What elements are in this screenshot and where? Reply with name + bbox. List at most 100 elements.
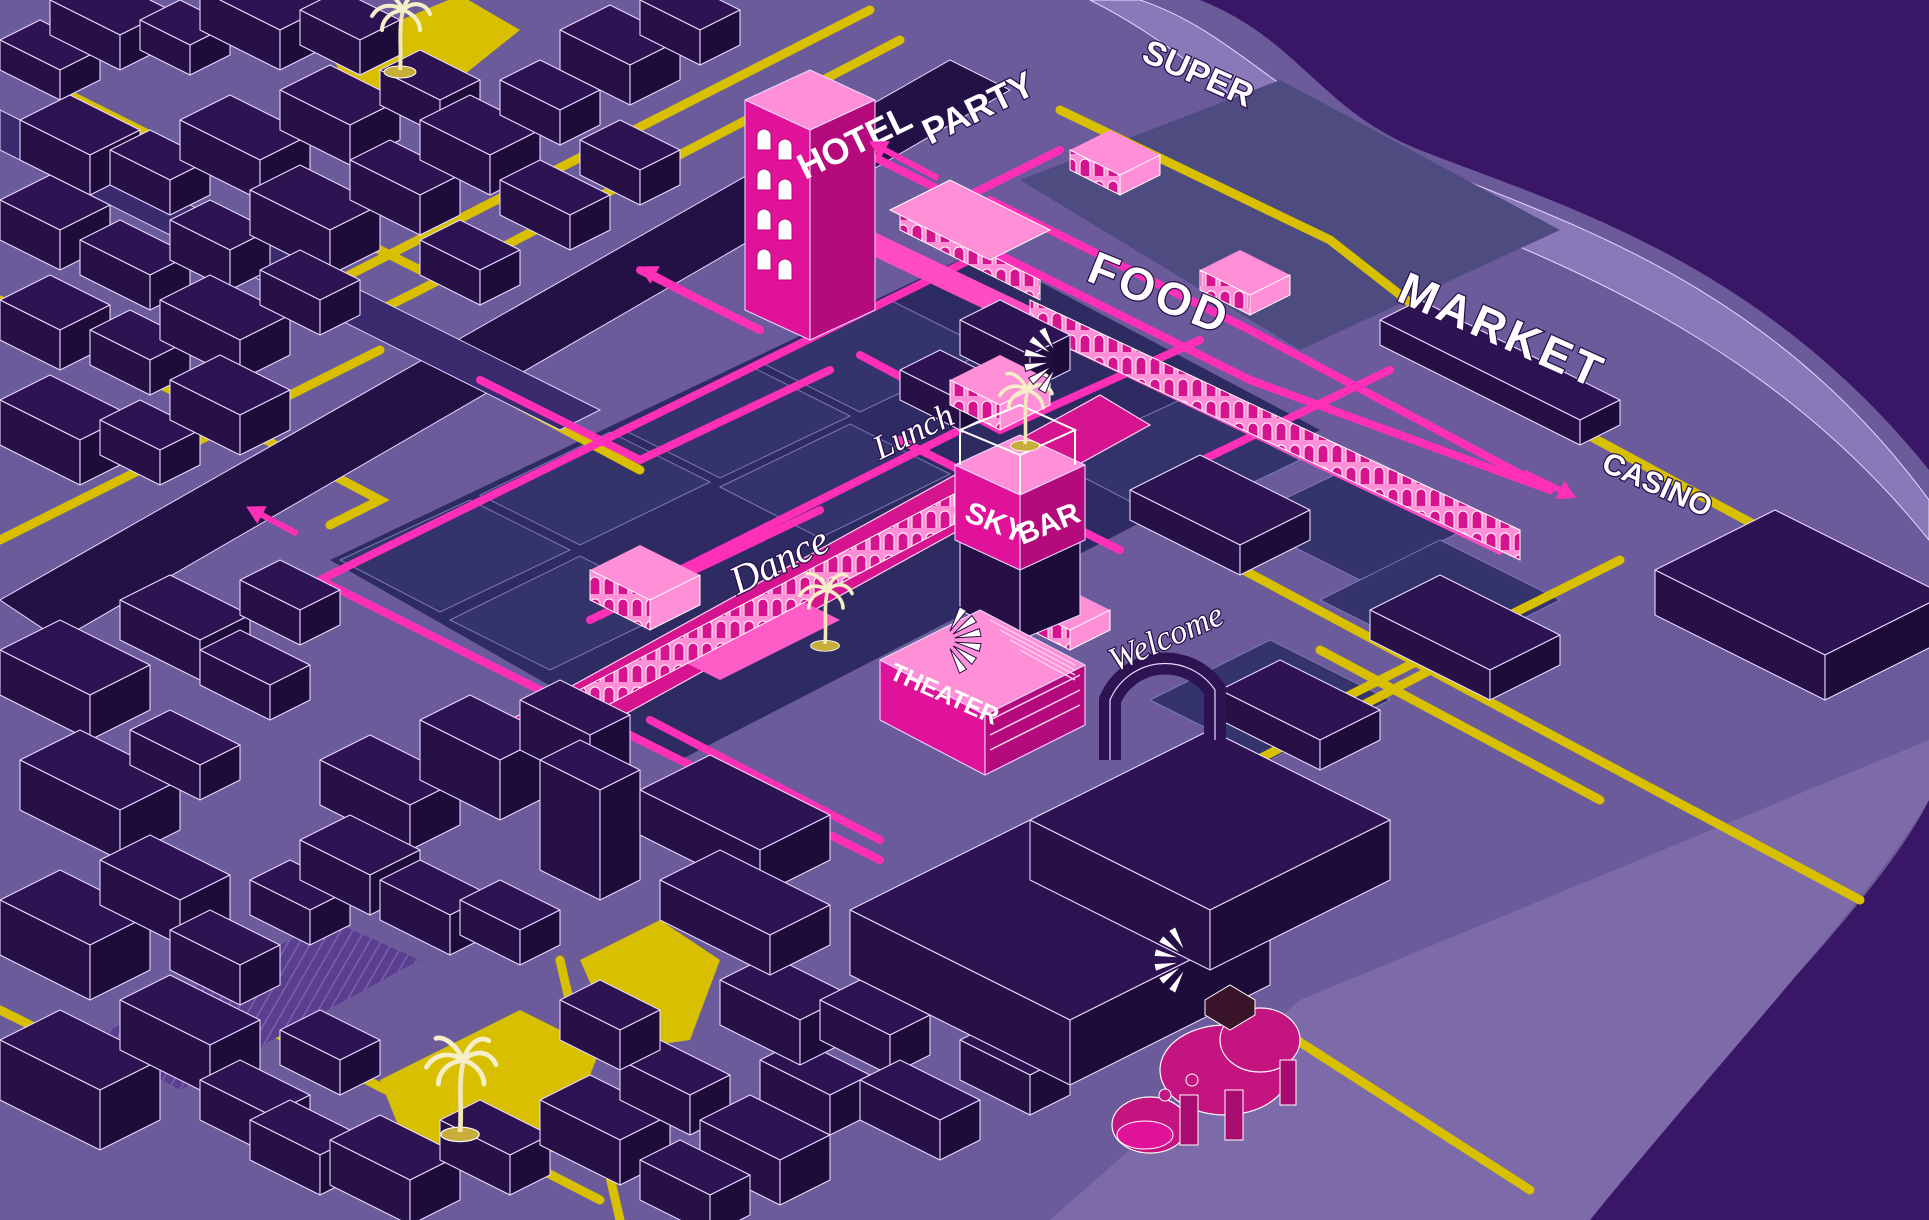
building-block <box>579 119 681 206</box>
building-wall-right <box>619 1009 661 1071</box>
palm-tree-icon <box>997 371 1054 452</box>
building-wall-right <box>569 194 611 251</box>
hotel-windows <box>756 128 793 281</box>
pavilion-dance <box>589 545 701 631</box>
sky-bar-tower: SKY BAR <box>954 403 1086 641</box>
building-wall-right <box>1824 602 1929 701</box>
building-block <box>89 309 191 396</box>
building-block <box>0 19 101 101</box>
palm-tree-icon <box>797 571 854 652</box>
building-wall-right <box>159 429 201 486</box>
sparkle-burst-icon <box>1023 326 1056 394</box>
pavilion-food <box>1199 250 1291 316</box>
building-wall-right <box>519 909 561 966</box>
building-block <box>1129 454 1311 576</box>
building-block <box>349 139 461 236</box>
building-wall-right <box>779 1134 831 1206</box>
building-wall-left <box>329 1139 411 1220</box>
building-block <box>169 354 291 456</box>
building-wall-right <box>1239 509 1311 576</box>
building-block <box>239 559 341 646</box>
building-wall-right <box>709 1174 751 1220</box>
building-wall-right <box>419 174 461 236</box>
hotel-tower: HOTEL <box>744 69 918 341</box>
building-block <box>699 1094 831 1206</box>
direction-arrow-icon <box>1522 469 1577 499</box>
building-block <box>199 629 311 721</box>
sparkle-bursts <box>949 326 1186 994</box>
building-block <box>249 859 351 946</box>
building-block <box>499 59 601 146</box>
welcome-arch <box>1099 652 1226 760</box>
building-block <box>639 0 741 66</box>
building-block <box>559 979 661 1071</box>
building-block <box>639 1139 751 1220</box>
direction-arrow-icon <box>869 141 940 181</box>
building-wall-right <box>329 204 381 276</box>
building-wall-right <box>99 1059 161 1151</box>
building-block <box>109 129 211 216</box>
building-block <box>329 1114 461 1220</box>
pavilion-hotel <box>888 179 1052 261</box>
building-wall-right <box>409 1154 461 1220</box>
building-wall-right <box>119 779 181 861</box>
building-wall-right <box>1579 399 1621 446</box>
building-wall-right <box>629 39 681 106</box>
pink-boulevard-light <box>660 590 840 680</box>
building-block <box>0 1009 161 1151</box>
building-block <box>0 619 151 741</box>
building-block <box>169 909 281 1006</box>
building-block <box>1654 509 1929 701</box>
building-block <box>0 174 111 271</box>
building-block <box>1219 659 1381 771</box>
building-wall-right <box>639 149 681 206</box>
building-block <box>0 869 151 1001</box>
theater-steps <box>989 619 1081 751</box>
building-block <box>439 1099 551 1196</box>
building-block <box>169 199 271 291</box>
hippo-sculpture-icon <box>1111 984 1301 1154</box>
sparkle-burst-icon <box>949 606 982 674</box>
building-wall-right <box>239 944 281 1006</box>
building-wall-right <box>479 249 521 306</box>
building-wall-right <box>699 9 741 66</box>
building-wall-right <box>559 89 601 146</box>
building-wall-right <box>199 744 241 801</box>
building-block <box>279 1009 381 1096</box>
building-block <box>259 249 361 336</box>
parking-lot <box>1020 80 1560 350</box>
building-wall-right <box>939 1099 981 1161</box>
building-block <box>0 274 111 371</box>
building-wall-right <box>269 664 311 721</box>
pavilion-super <box>1069 130 1161 196</box>
building-block <box>19 729 181 861</box>
building-block <box>539 739 641 901</box>
building-wall-right <box>1319 709 1381 771</box>
building-wall-right <box>1209 819 1391 971</box>
building-wall-right <box>349 99 401 166</box>
building-block <box>859 1059 981 1161</box>
direction-arrow-icon <box>246 506 299 537</box>
sparkle-burst-icon <box>1153 926 1186 994</box>
building-wall-right <box>769 904 831 976</box>
palm-tree-icon <box>370 0 432 79</box>
building-block <box>499 159 611 251</box>
building-wall-right <box>599 769 641 901</box>
building-block <box>249 164 381 276</box>
building-wall-right <box>509 1134 551 1196</box>
palm-trees <box>370 0 1054 1143</box>
building-block <box>1369 574 1561 701</box>
palm-tree-icon <box>423 1035 499 1143</box>
building-block <box>1029 729 1391 971</box>
building-block <box>659 849 831 976</box>
building-wall-right <box>239 389 291 456</box>
building-wall-right <box>339 1039 381 1096</box>
building-block <box>419 694 551 821</box>
building-wall-left <box>639 1159 711 1220</box>
theater-building: THEATER <box>879 609 1086 776</box>
building-wall-right <box>89 664 151 741</box>
building-block <box>129 709 241 801</box>
